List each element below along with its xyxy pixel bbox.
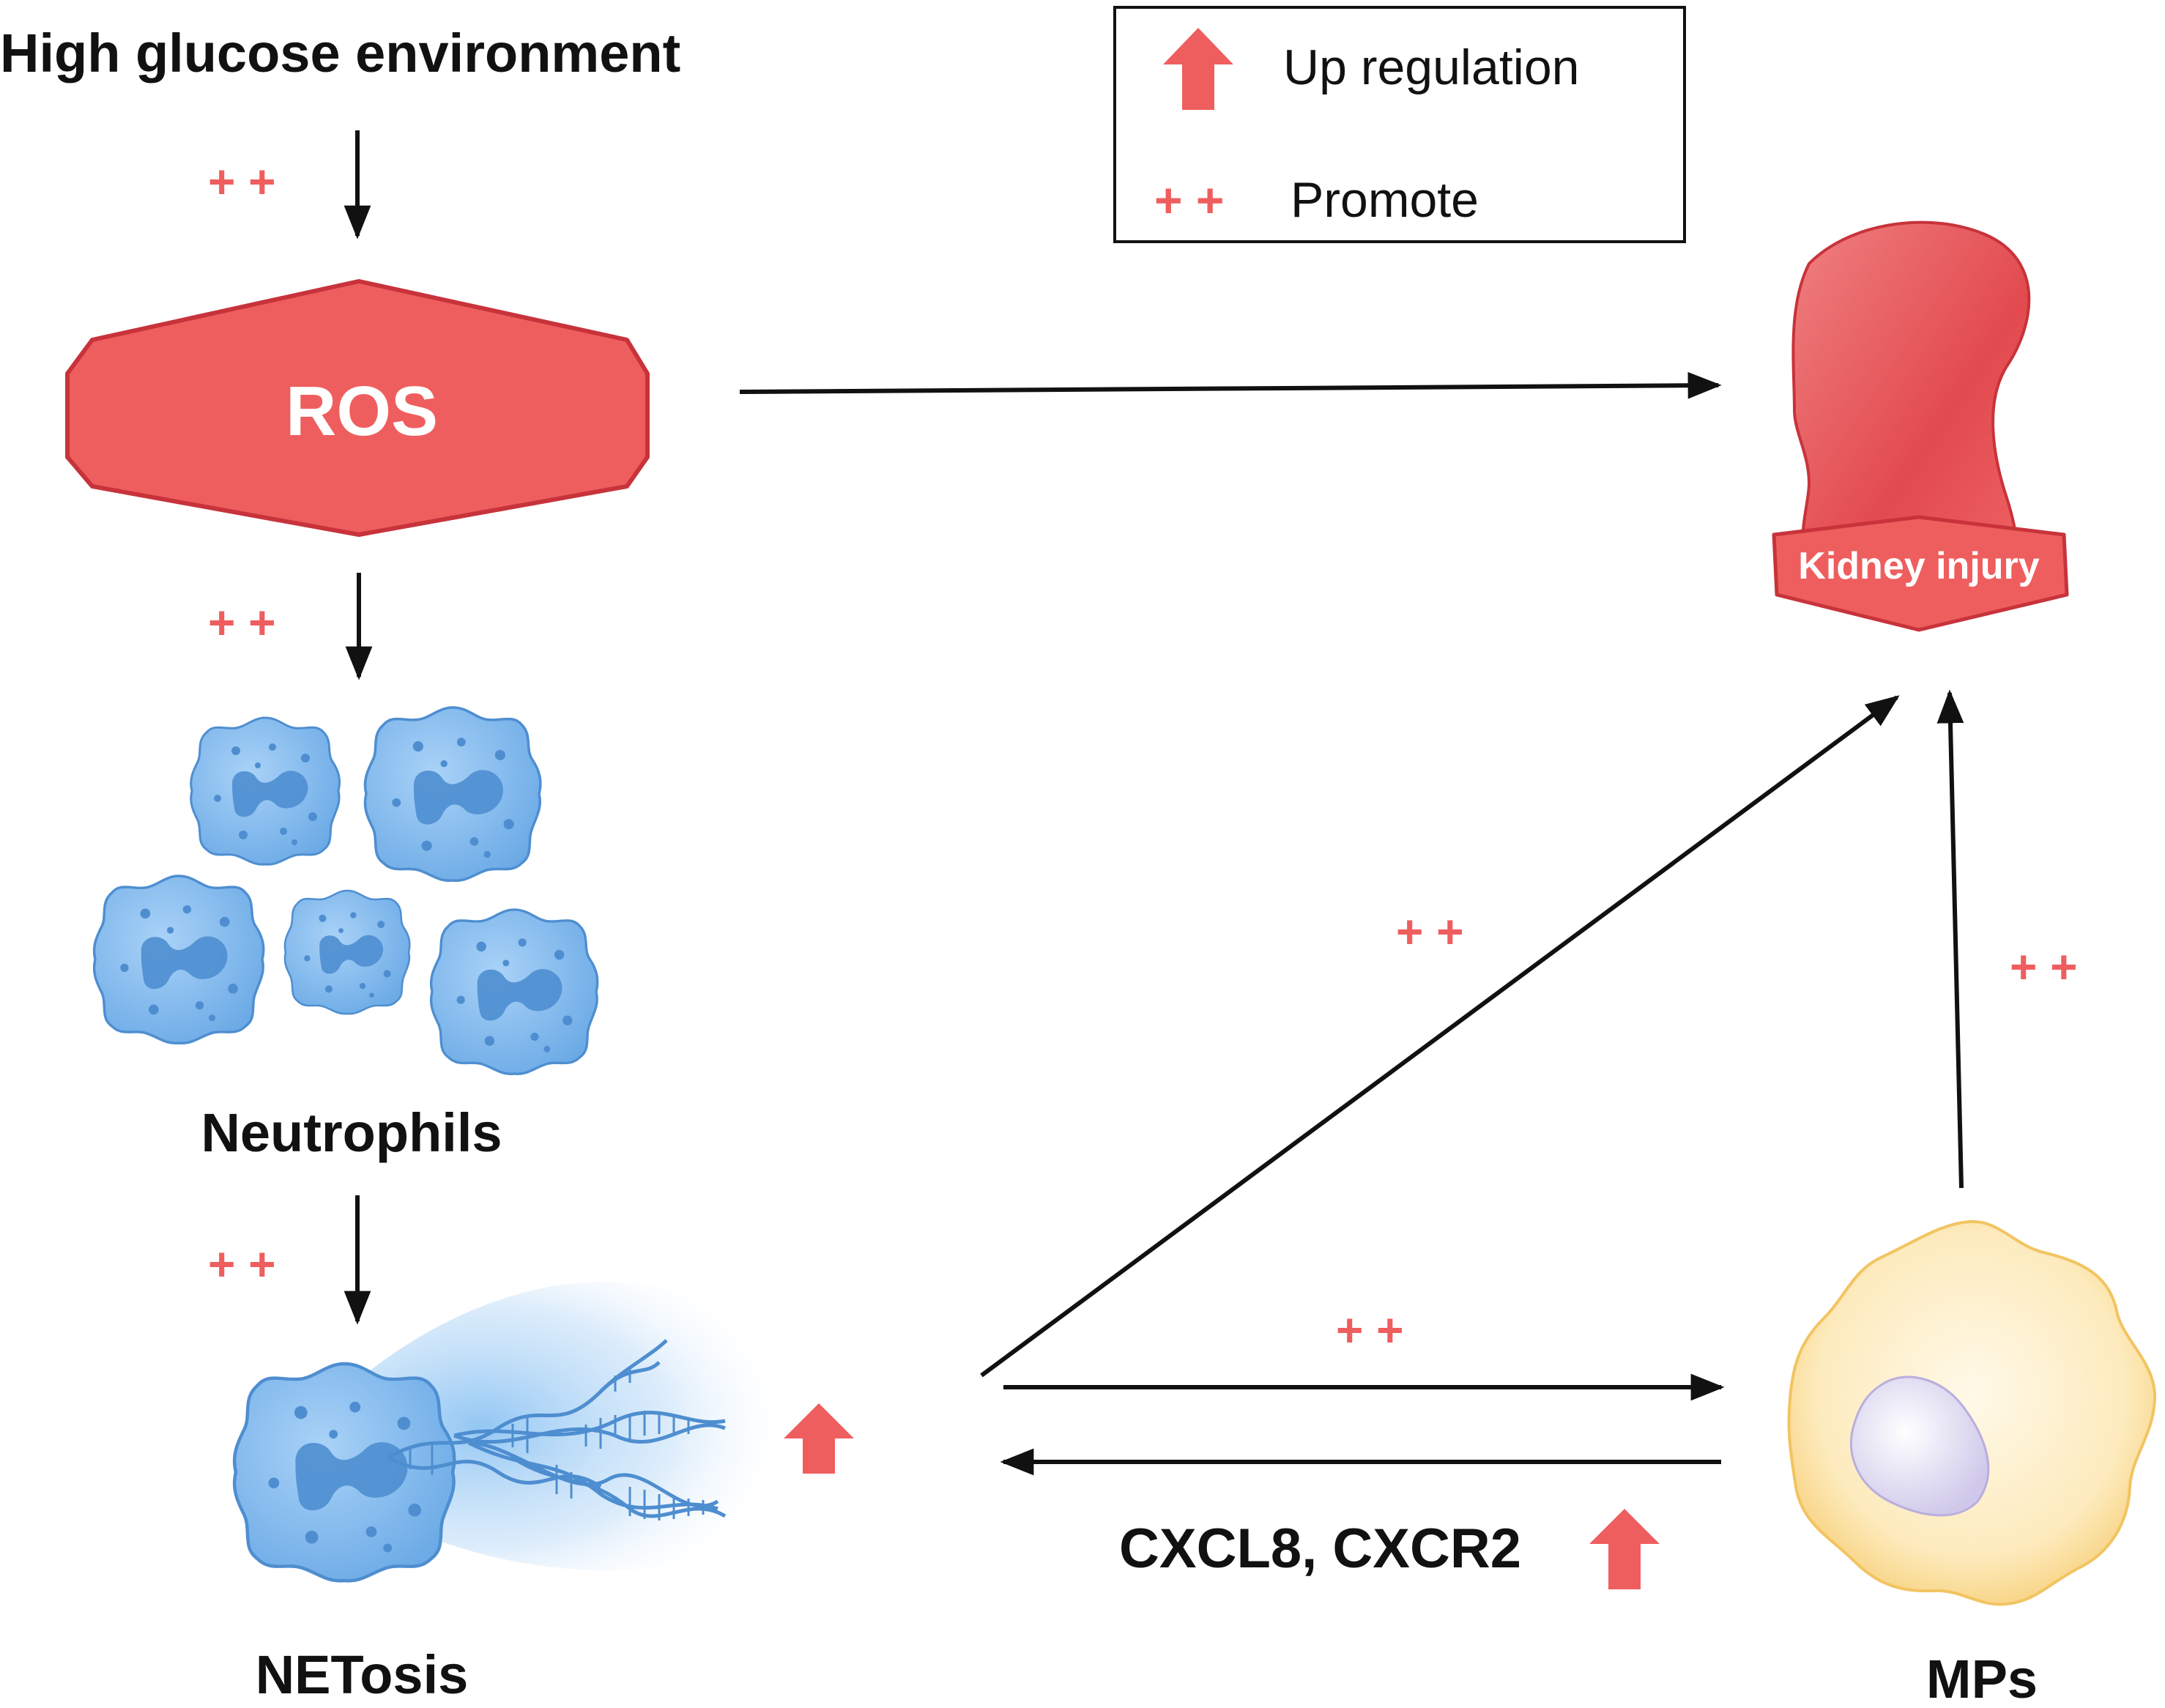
cytokine-up-arrow-icon — [1589, 1509, 1660, 1589]
net-glow — [344, 1282, 799, 1570]
promote-symbol-5: + + — [1396, 905, 1464, 958]
netosis-illustration — [234, 1282, 854, 1581]
netosis-cell — [234, 1364, 454, 1581]
ros-label: ROS — [286, 372, 438, 450]
arrow-mps-to-kidney — [1936, 689, 1964, 1189]
neutrophil-cluster — [92, 706, 599, 1075]
promote-symbol-3: + + — [208, 1238, 276, 1291]
netosis-up-arrow-icon — [784, 1403, 854, 1474]
kidney-label-hexagon — [1772, 515, 2069, 632]
netosis-label: NETosis — [256, 1644, 469, 1705]
dna-rungs — [409, 1367, 705, 1521]
promote-symbol-1: + + — [208, 155, 276, 208]
neutrophil-cell — [283, 889, 411, 1015]
legend: Up regulation + + Promote — [1113, 6, 1686, 243]
arrow-ros-to-kidney — [739, 371, 1722, 399]
cytokine-label: CXCL8, CXCR2 — [1119, 1518, 1521, 1580]
arrow-netosis-to-kidney — [980, 695, 1900, 1378]
promote-symbol-6: + + — [2010, 940, 2078, 993]
legend-promote-symbol: + + — [1154, 173, 1224, 227]
neutrophils-label: Neutrophils — [201, 1102, 502, 1163]
promote-symbol-4: + + — [1336, 1304, 1404, 1356]
mp-nucleus — [1849, 1375, 1990, 1517]
kidney-illustration: Kidney injury — [1772, 220, 2069, 632]
legend-up-label: Up regulation — [1283, 40, 1579, 95]
mp-cell-body — [1787, 1219, 2157, 1606]
neutrophil-cell — [363, 706, 542, 883]
dna-strands — [387, 1339, 727, 1518]
up-arrow-icon — [1163, 28, 1233, 110]
mp-cell — [1787, 1219, 2157, 1606]
promote-symbol-2: + + — [208, 596, 276, 649]
legend-promote-label: Promote — [1291, 172, 1479, 228]
title-label: High glucose environment — [0, 23, 680, 83]
ros-hexagon — [65, 279, 650, 537]
kidney-label: Kidney injury — [1798, 545, 2039, 587]
mps-label: MPs — [1926, 1649, 2038, 1708]
neutrophil-cell — [429, 908, 599, 1075]
neutrophil-cell — [190, 716, 341, 866]
neutrophil-cell — [92, 875, 265, 1045]
kidney-icon — [1791, 220, 2031, 580]
